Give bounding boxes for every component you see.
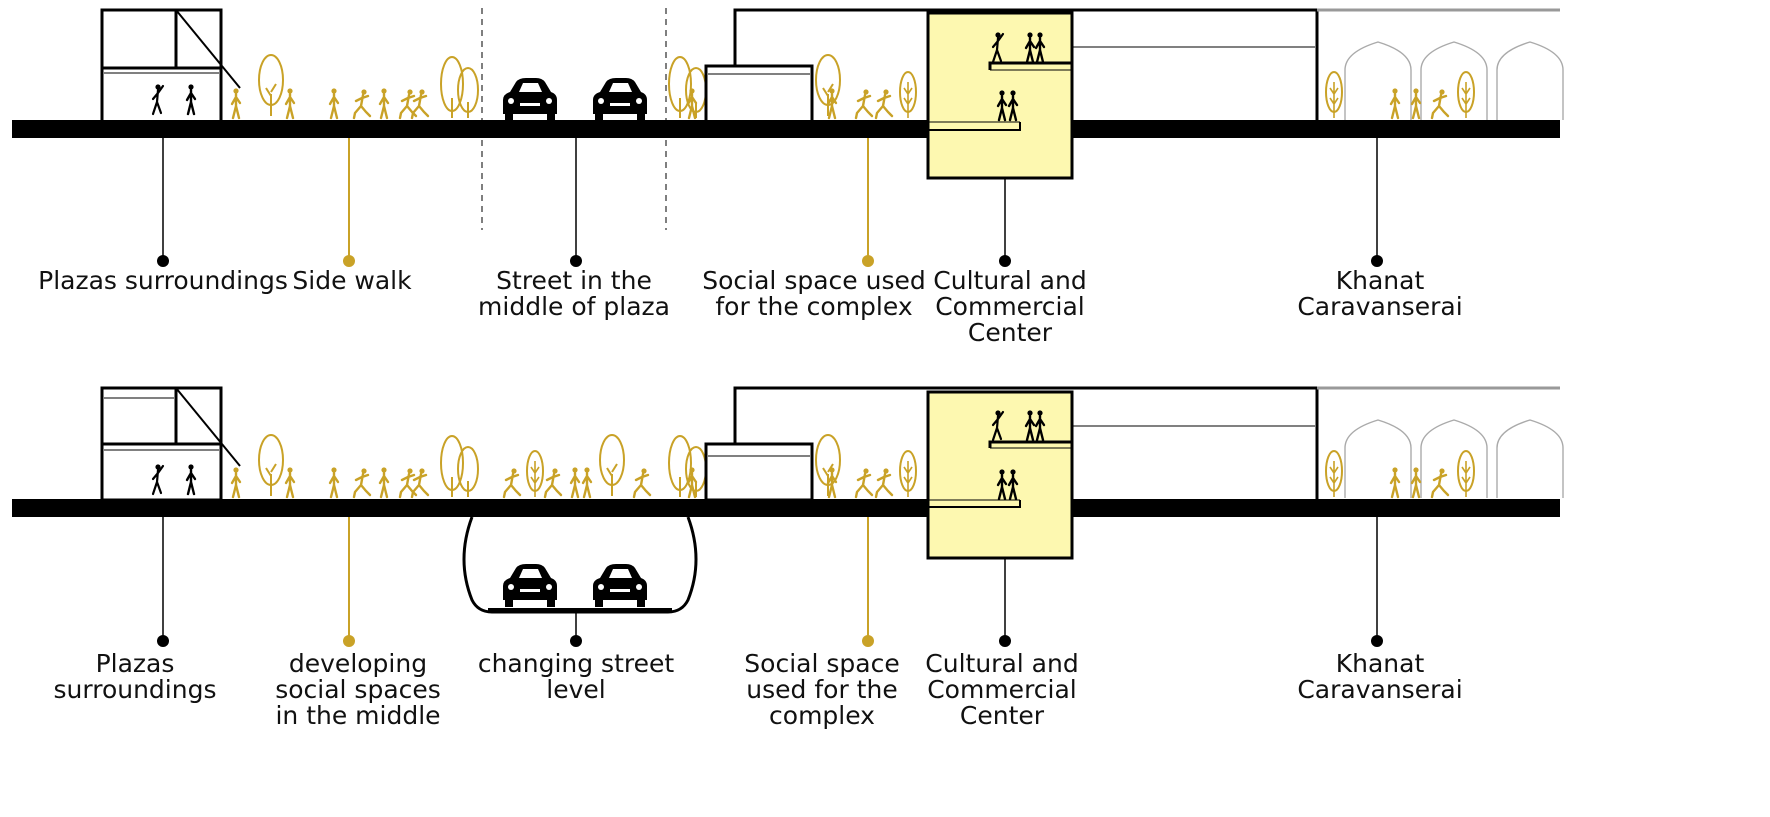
label-khanat: Khanat Caravanserai [1297,651,1462,703]
label-line: surroundings [53,675,217,704]
label-line: Side walk [292,266,412,295]
label-plazas-surroundings: Plazas surroundings [38,268,288,294]
label-line: Center [967,318,1053,347]
label-line: Cultural and [933,266,1087,295]
label-social-space: Social space used for the complex [702,268,925,320]
plaza-building [100,8,241,124]
bottom-section [12,386,1564,647]
label-line: Khanat [1335,266,1425,295]
label-social-space: Social space used for the complex [744,651,899,729]
label-line: complex [769,701,875,730]
label-line: Cultural and [925,649,1079,678]
label-plazas-surroundings: Plazas surroundings [54,651,217,703]
label-line: developing [288,649,428,678]
label-line: Street in the [496,266,652,295]
label-line: social spaces [275,675,441,704]
label-khanat: Khanat Caravanserai [1297,268,1462,320]
car-icon [593,78,647,121]
label-cultural-center: Cultural and Commercial Center [925,651,1078,729]
label-line: in the middle [275,701,441,730]
label-developing-social: developing social spaces in the middle [275,651,441,729]
label-line: Commercial [927,675,1077,704]
label-line: changing street [477,649,675,678]
street-tunnel [462,516,698,614]
label-line: Caravanserai [1297,292,1463,321]
label-line: Plazas surroundings [38,266,288,295]
label-line: level [546,675,606,704]
label-line: for the complex [715,292,913,321]
cultural-center-block [926,11,1074,180]
cultural-center-block [926,390,1074,560]
label-side-walk: Side walk [292,268,411,294]
label-cultural-center: Cultural and Commercial Center [933,268,1086,346]
label-line: Center [959,701,1045,730]
top-section [12,8,1564,267]
label-line: Plazas [95,649,175,678]
label-line: middle of plaza [478,292,670,321]
label-line: used for the [746,675,898,704]
label-line: Caravanserai [1297,675,1463,704]
label-line: Social space used [702,266,926,295]
label-line: Khanat [1335,649,1425,678]
label-street-middle: Street in the middle of plaza [478,268,670,320]
car-icon [503,78,557,121]
label-line: Social space [744,649,900,678]
plaza-building [100,386,241,502]
label-changing-street: changing street level [478,651,674,703]
label-line: Commercial [935,292,1085,321]
